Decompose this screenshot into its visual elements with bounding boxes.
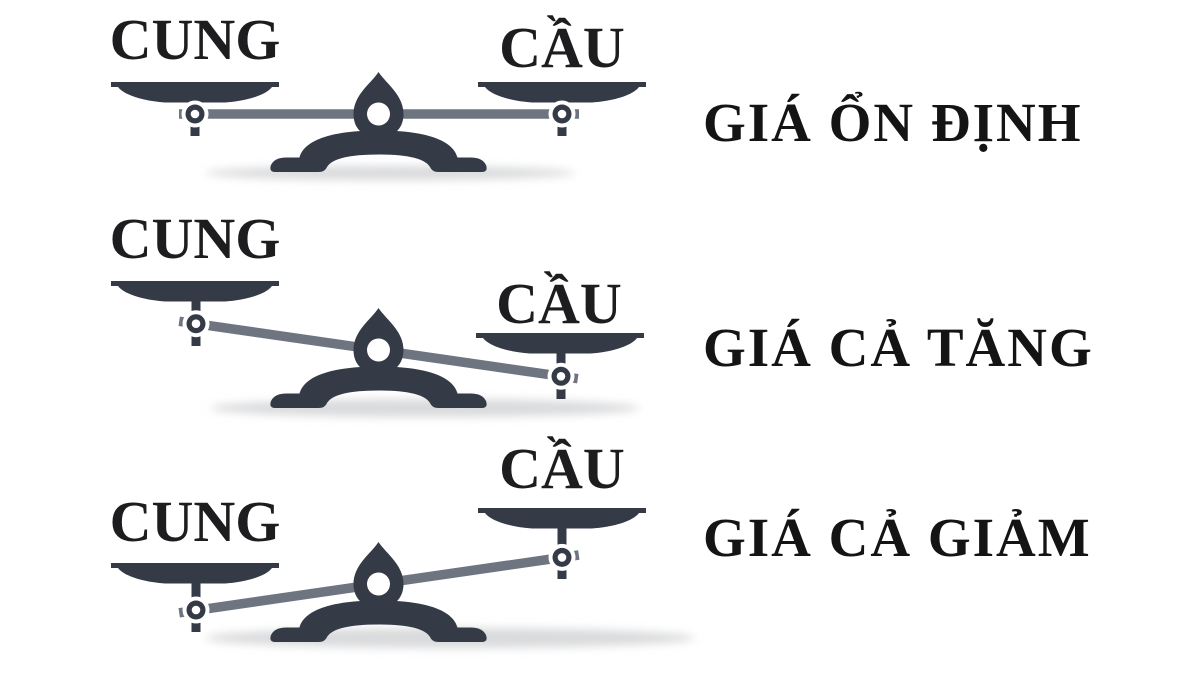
demand-label-row3: CẦU — [499, 436, 625, 501]
balance-scale-left-down-icon — [111, 508, 695, 648]
left-joint — [181, 100, 209, 128]
left-pan — [111, 281, 279, 302]
scale-stand — [270, 72, 487, 172]
supply-label-row3: CUNG — [109, 489, 281, 554]
right-joint — [548, 100, 576, 128]
left-pan — [111, 82, 279, 103]
left-joint — [182, 596, 210, 624]
right-pan — [478, 508, 646, 529]
left-joint — [182, 310, 210, 338]
right-joint — [547, 362, 575, 390]
demand-label-row1: CẦU — [499, 15, 625, 80]
supply-label-row1: CUNG — [109, 7, 281, 72]
caption-price-stable: GIÁ ỔN ĐỊNH — [703, 92, 1083, 153]
left-pan — [111, 563, 279, 584]
right-joint — [548, 543, 576, 571]
right-pan — [476, 333, 644, 354]
right-pan — [478, 82, 646, 103]
supply-label-row2: CUNG — [109, 206, 281, 271]
caption-price-falls: GIÁ CẢ GIẢM — [703, 507, 1092, 568]
demand-label-row2: CẦU — [496, 271, 622, 336]
balance-scale-balanced-icon — [111, 72, 646, 180]
balance-scale-right-down-icon — [111, 281, 644, 417]
caption-price-rises: GIÁ CẢ TĂNG — [703, 317, 1094, 378]
scale-shadow — [205, 166, 575, 180]
